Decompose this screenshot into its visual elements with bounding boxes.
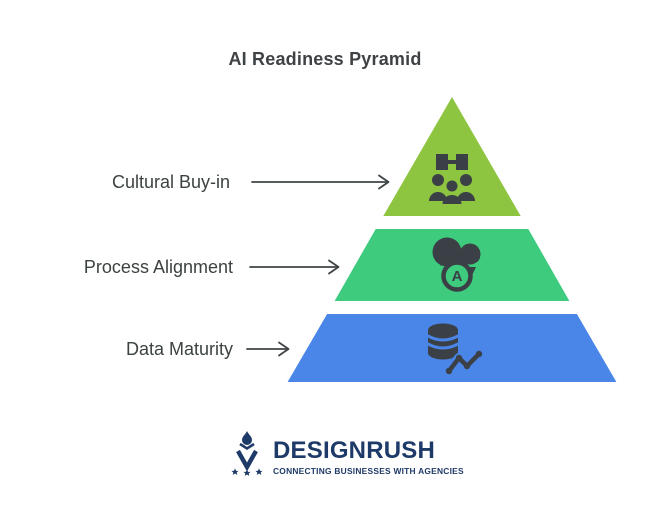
cloud-icon [432,237,481,267]
stars-icon [231,468,263,476]
v-mark-icon [236,449,258,472]
designrush-logo: DESIGNRUSH CONNECTING BUSINESSES WITH AG… [230,431,464,477]
database-trend-icon [426,323,484,376]
designrush-logo-icon [231,431,263,476]
pyramid-level-cultural-buy-in [383,97,521,216]
torch-cup-icon [239,442,255,451]
trend-line-icon [446,351,482,374]
sync-letter: A [452,268,463,285]
handshake-icon [436,154,468,170]
arrow-cultural-buy-in [251,174,390,190]
sync-arrow-down-icon [467,267,476,277]
cloud-sync-a-icon: A [432,237,481,292]
label-process-alignment: Process Alignment [83,257,233,277]
handshake-people-icon [429,154,475,204]
sync-arrow-up-icon [440,256,449,266]
label-cultural-buy-in: Cultural Buy-in [111,172,230,192]
sync-ring-icon [441,260,473,292]
arrow-process-alignment [249,259,340,275]
people-group-icon [429,174,475,204]
arrow-data-maturity [246,341,290,357]
label-data-maturity: Data Maturity [125,339,233,359]
brand-tagline: CONNECTING BUSINESSES WITH AGENCIES [273,466,464,476]
logo-text: DESIGNRUSH CONNECTING BUSINESSES WITH AG… [273,431,464,477]
page-title: AI Readiness Pyramid [228,49,422,69]
brand-name: DESIGNRUSH [273,437,436,464]
flame-icon [242,431,252,445]
